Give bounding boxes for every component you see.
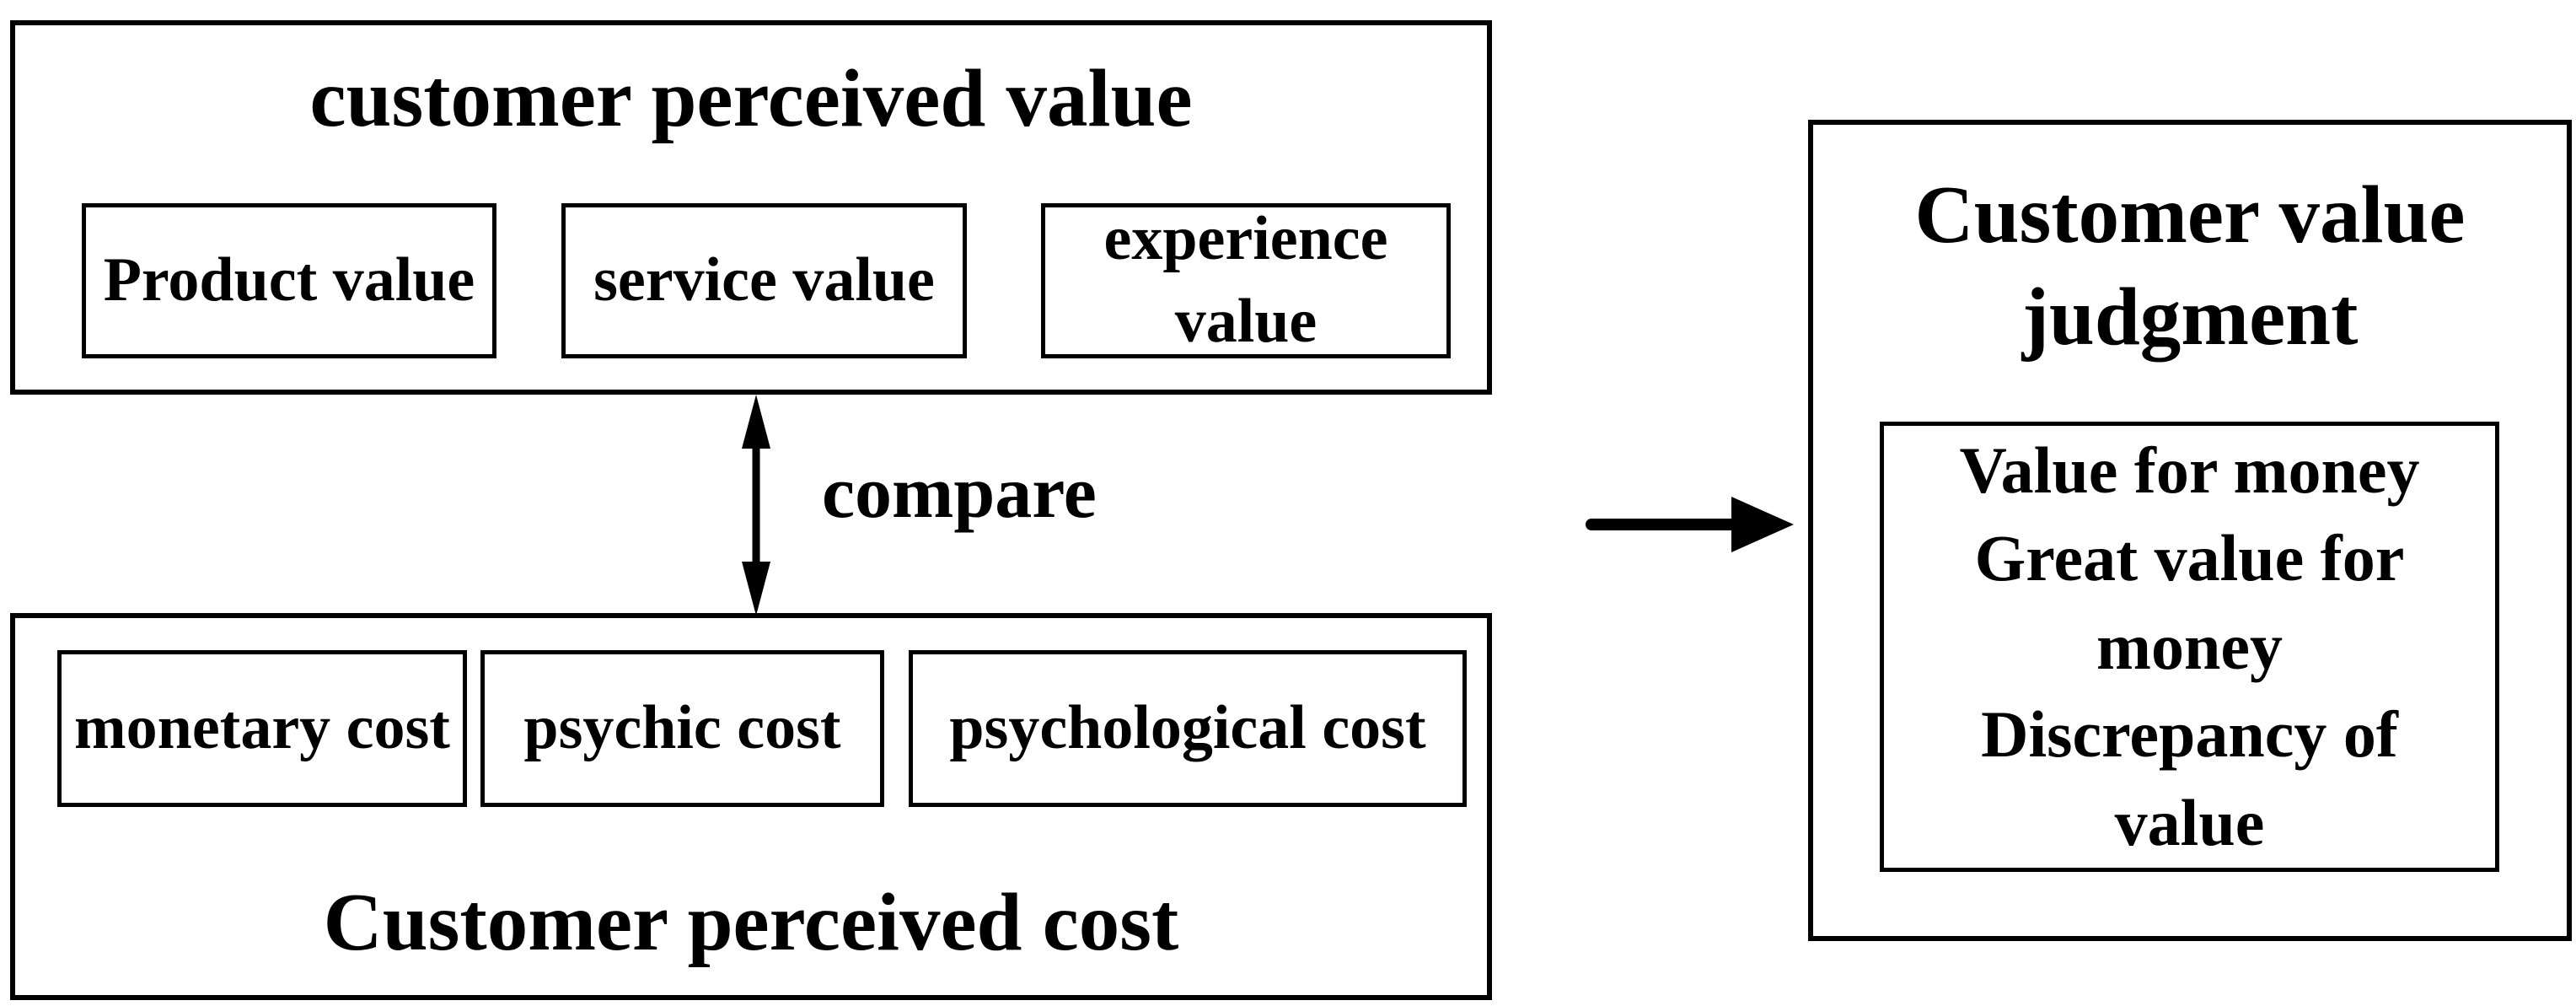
- customer-value-judgment-title: Customer value judgment: [1914, 169, 2466, 363]
- value-judgment-outcomes-box: Value for money Great value for money Di…: [1880, 422, 2499, 872]
- monetary-cost-box: monetary cost: [57, 650, 467, 807]
- service-value-box: service value: [561, 203, 967, 358]
- result-arrow-icon: [1586, 497, 1794, 552]
- customer-perceived-value-title: customer perceived value: [309, 53, 1193, 143]
- psychological-cost-box: psychological cost: [909, 650, 1467, 807]
- psychic-cost-box: psychic cost: [480, 650, 884, 807]
- compare-double-arrow-icon: [742, 395, 770, 616]
- experience-value-box: experience value: [1041, 203, 1451, 358]
- customer-value-judgment-box: Customer value judgment Value for money …: [1808, 120, 2572, 941]
- customer-perceived-cost-title: Customer perceived cost: [323, 877, 1179, 967]
- compare-label: compare: [822, 452, 1097, 534]
- outcome-great-value-for-money: Great value for money: [1974, 521, 2405, 683]
- outcome-value-for-money: Value for money: [1959, 433, 2420, 507]
- product-value-box: Product value: [82, 203, 496, 358]
- outcome-discrepancy-of-value: Discrepancy of value: [1981, 697, 2398, 859]
- customer-perceived-cost-box: monetary cost psychic cost psychological…: [10, 613, 1492, 1000]
- customer-perceived-value-box: customer perceived value Product value s…: [10, 20, 1492, 395]
